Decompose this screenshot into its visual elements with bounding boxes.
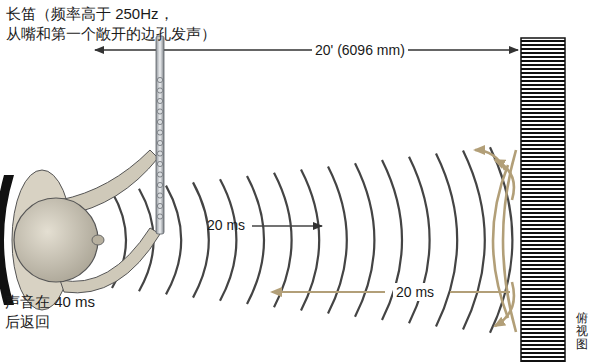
travel-time: 20 ms	[207, 216, 245, 234]
distance-dimension: 20' (6096 mm)	[312, 41, 408, 59]
return-time: 20 ms	[393, 283, 437, 301]
flute-key	[157, 151, 162, 156]
echo-note: 声音在 40 ms 后返回	[5, 292, 105, 331]
flute-key	[157, 77, 162, 82]
return-arrow	[272, 291, 510, 293]
sound-waves	[112, 147, 512, 333]
flute-key	[157, 214, 162, 219]
flute	[156, 36, 164, 234]
flute-note: 长笛（频率高于 250Hz， 从嘴和第一个敞开的边孔发声）	[6, 4, 296, 43]
wave-arc	[436, 154, 457, 327]
flute-key	[157, 203, 162, 208]
flute-key	[157, 98, 162, 103]
outgoing-arrow	[252, 225, 322, 227]
wave-arc	[301, 170, 319, 311]
wave-arc	[274, 173, 292, 307]
wave-arc	[463, 150, 485, 329]
flute-key	[157, 172, 162, 177]
flute-key	[157, 119, 162, 124]
wave-arc	[166, 186, 181, 295]
wave-arc	[220, 179, 236, 301]
wave-arc	[193, 182, 209, 297]
reflected-waves	[475, 150, 516, 332]
wave-arc	[355, 163, 374, 317]
flute-key	[157, 130, 162, 135]
flute-key	[157, 140, 162, 145]
flute-key	[157, 88, 162, 93]
flute-key	[157, 161, 162, 166]
player	[0, 150, 160, 310]
flute-key	[157, 109, 162, 114]
flute-key	[157, 182, 162, 187]
wall	[521, 38, 565, 362]
flute-key	[157, 193, 162, 198]
wave-arc	[247, 176, 264, 304]
view-label: 俯视图	[576, 312, 588, 352]
